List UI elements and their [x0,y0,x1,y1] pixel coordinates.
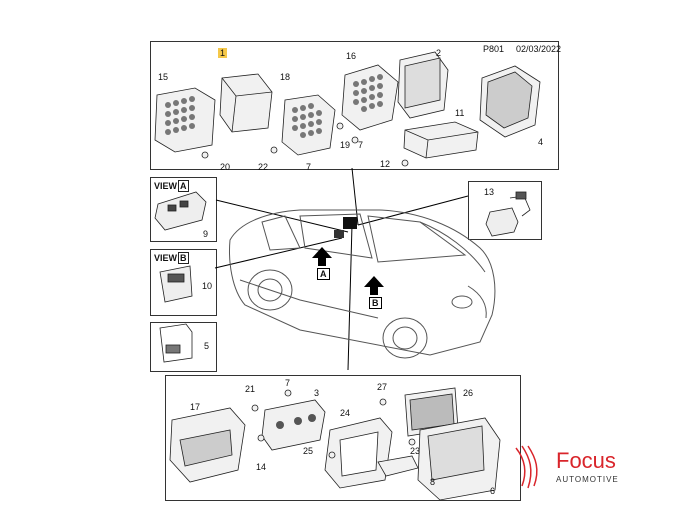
callout-24: 24 [340,408,351,418]
callout-2: 2 [436,48,442,58]
callout-25: 25 [303,446,314,456]
logo-subtitle: AUTOMOTIVE [556,475,619,484]
top-components [154,51,541,167]
focus-logo-mark [515,445,538,489]
callout-7-bottom: 7 [285,378,291,388]
callout-18: 18 [280,72,291,82]
view-b-component [159,265,193,303]
callout-11: 11 [455,108,465,118]
view-a-component [154,191,207,231]
view-b-tag: B [178,252,189,264]
callout-6: 6 [490,486,496,496]
view-b-prefix: VIEW [154,253,178,263]
callout-7-top: 7 [358,140,364,150]
callout-20: 20 [220,162,231,172]
callout-27: 27 [377,382,388,392]
callout-8: 8 [430,477,436,487]
component-13 [485,191,531,237]
view-a-prefix: VIEW [154,181,178,191]
sd-card [159,323,193,363]
callout-3: 3 [314,388,320,398]
callout-21: 21 [245,384,256,394]
car-illustration [229,209,496,359]
arrow-a-label: A [317,268,330,280]
callout-1: 1 [218,48,228,58]
drawing-date: 02/03/2022 [516,44,562,54]
bottom-components [169,387,501,501]
callout-12: 12 [380,159,391,169]
callout-13: 13 [484,187,495,197]
callout-4: 4 [538,137,544,147]
callout-15: 15 [158,72,169,82]
callout-14: 14 [256,462,267,472]
view-arrows [312,247,384,295]
focus-automotive-logo: Focus AUTOMOTIVE [552,448,662,488]
callout-7-mid: 7 [306,162,312,172]
drawing-code: P801 [483,44,505,54]
callout-19: 19 [340,140,351,150]
callout-5: 5 [204,341,210,351]
callout-23: 23 [410,446,421,456]
callout-9: 9 [203,229,209,239]
callout-10: 10 [202,281,213,291]
callout-22: 22 [258,162,269,172]
callout-26: 26 [463,388,474,398]
module-location-marker [343,217,357,229]
arrow-b-label: B [369,297,382,309]
logo-wordmark: Focus [556,448,616,473]
callout-16: 16 [346,51,357,61]
view-a-tag: A [178,180,189,192]
callout-17: 17 [190,402,201,412]
